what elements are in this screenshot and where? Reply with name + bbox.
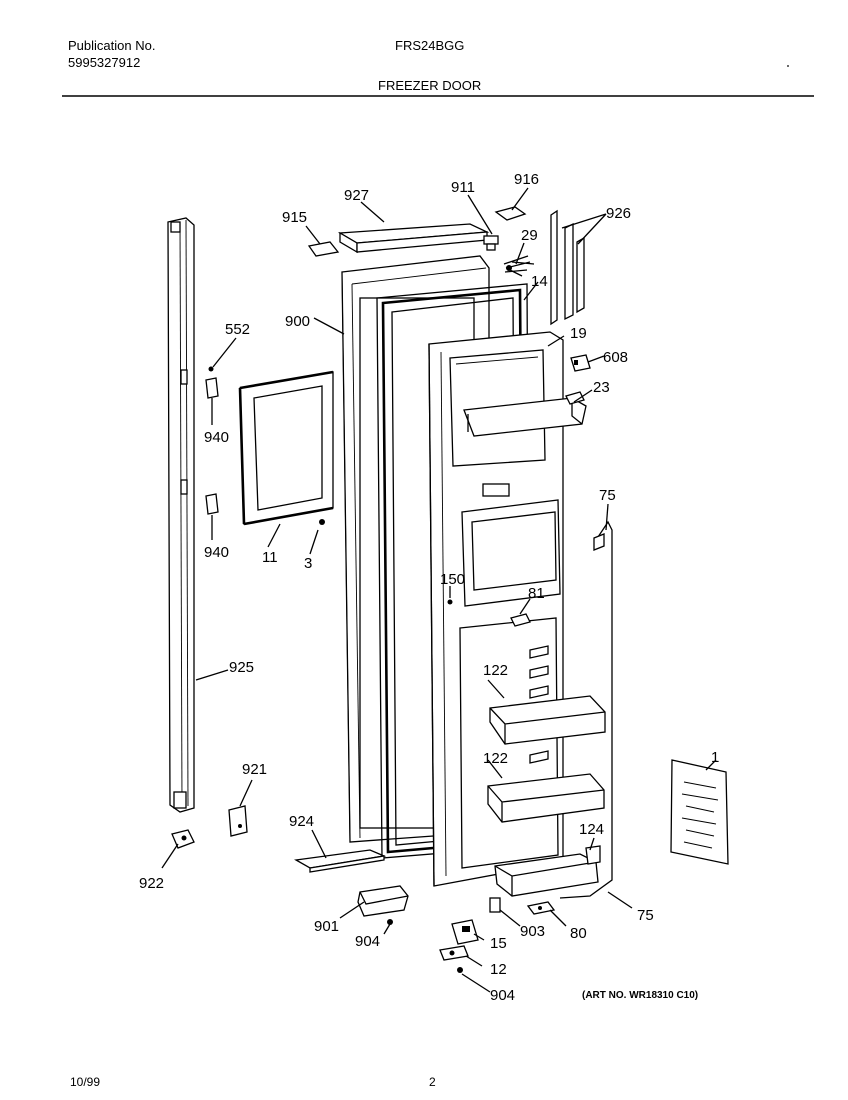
callout-29: 29 [521, 227, 538, 244]
switch-part [570, 354, 591, 372]
hinge-15 [451, 919, 479, 945]
hinge-922 [171, 829, 195, 849]
callout-911: 911 [451, 179, 475, 196]
screw-904-upper [387, 919, 393, 925]
hinge-part-lower [205, 493, 219, 515]
model-number: FRS24BGG [395, 38, 465, 53]
screw-904-lower [457, 967, 463, 973]
manual-booklet [670, 759, 729, 865]
bracket-921 [228, 805, 248, 837]
callout-904-lower: 904 [490, 987, 515, 1004]
trim-strips-part [550, 209, 585, 326]
callout-915: 915 [282, 209, 307, 226]
callout-122-upper: 122 [483, 662, 508, 679]
cover-924 [294, 849, 387, 873]
clamp-80 [526, 901, 556, 915]
callout-926: 926 [606, 205, 631, 222]
callout-903: 903 [520, 923, 545, 940]
callout-150: 150 [440, 571, 465, 588]
window-frame-part [238, 370, 334, 526]
callout-81: 81 [528, 585, 545, 602]
callout-940-upper: 940 [204, 429, 229, 446]
upper-shelf-bin [463, 391, 587, 437]
screw-3 [319, 519, 325, 525]
callout-900: 900 [285, 313, 310, 330]
footer-date: 10/99 [70, 1075, 101, 1089]
hinge-part-upper [205, 377, 219, 399]
door-liner [428, 331, 564, 887]
door-bin-bottom [494, 845, 601, 897]
callout-924: 924 [289, 813, 314, 830]
callout-124: 124 [579, 821, 604, 838]
callout-23: 23 [593, 379, 610, 396]
plug-150 [447, 599, 453, 605]
callout-901: 901 [314, 918, 339, 935]
scan-dot [787, 65, 789, 67]
callout-15: 15 [490, 935, 507, 952]
publication-label: Publication No. [68, 38, 156, 53]
callout-925: 925 [229, 659, 254, 676]
callout-80: 80 [570, 925, 587, 942]
callout-940-lower: 940 [204, 544, 229, 561]
page-number: 2 [429, 1075, 436, 1089]
door-bin-upper [489, 695, 606, 745]
publication-number: 5995327912 [68, 55, 141, 70]
small-pad-part [307, 241, 340, 257]
callout-1: 1 [711, 749, 719, 766]
callout-608: 608 [603, 349, 628, 366]
callout-75-lower: 75 [637, 907, 654, 924]
callout-19: 19 [570, 325, 587, 342]
art-number: (ART NO. WR18310 C10) [582, 990, 698, 1001]
callout-3: 3 [304, 555, 312, 572]
callout-12: 12 [490, 961, 507, 978]
callout-552: 552 [225, 321, 250, 338]
callout-122-lower: 122 [483, 750, 508, 767]
door-bin-lower [487, 773, 605, 823]
bushing-903 [489, 897, 501, 913]
callout-921: 921 [242, 761, 267, 778]
plug-part [483, 235, 499, 251]
leader-lines [161, 187, 717, 993]
callout-904-upper: 904 [355, 933, 380, 950]
callout-916: 916 [514, 171, 539, 188]
callout-11: 11 [262, 549, 278, 566]
bushing-12 [439, 945, 469, 961]
callout-14: 14 [531, 273, 548, 290]
section-title: FREEZER DOOR [378, 78, 482, 93]
hinge-cover-901 [357, 885, 409, 917]
callout-75-upper: 75 [599, 487, 616, 504]
wire-harness-part [503, 255, 535, 277]
top-cap-part [337, 223, 490, 254]
callout-927: 927 [344, 187, 369, 204]
screw-552 [208, 366, 214, 372]
clip-part [494, 206, 527, 221]
callout-922: 922 [139, 875, 164, 892]
handle-bar-part [167, 217, 195, 813]
